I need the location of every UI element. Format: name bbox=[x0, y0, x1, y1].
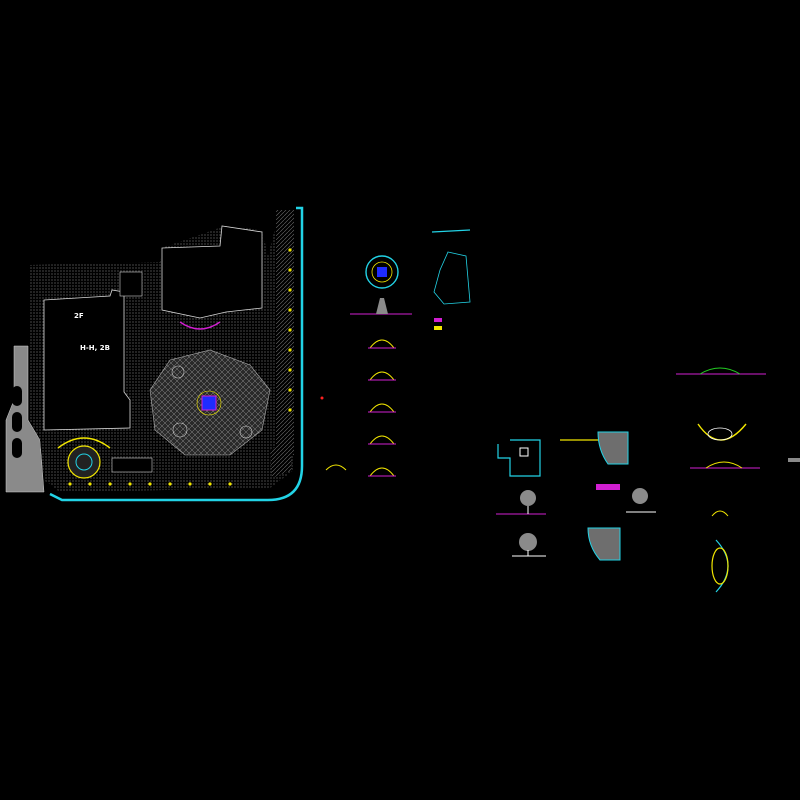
corner-planting bbox=[270, 440, 292, 478]
north-marker bbox=[320, 396, 324, 400]
side-planting bbox=[276, 210, 294, 455]
pergola-arc bbox=[179, 321, 221, 330]
section-line bbox=[431, 229, 471, 233]
floor-label: 2F bbox=[74, 312, 84, 320]
corner-planter bbox=[587, 527, 621, 561]
planter-details bbox=[496, 431, 656, 561]
building-north bbox=[161, 225, 263, 319]
tree-elevation bbox=[519, 533, 537, 551]
entrance-fountain bbox=[75, 453, 93, 471]
central-fountain bbox=[201, 395, 217, 411]
fountain-elevations bbox=[368, 339, 396, 477]
building-main bbox=[43, 289, 131, 431]
planter-circle bbox=[172, 422, 188, 438]
planter-plan bbox=[497, 439, 541, 477]
gate-arc bbox=[715, 539, 729, 593]
fountain-details bbox=[325, 255, 412, 477]
corner-planter bbox=[597, 431, 629, 465]
tree-elevation bbox=[632, 488, 648, 504]
road-slot bbox=[12, 412, 22, 432]
building-annex bbox=[119, 271, 143, 297]
fountain-ring bbox=[196, 390, 222, 416]
building-code-label: H-H, 2B bbox=[80, 344, 110, 352]
site-plan: 2F H-H, 2B bbox=[5, 206, 324, 502]
planter-circle bbox=[239, 425, 253, 439]
gate-details bbox=[676, 367, 800, 593]
fountain-plan bbox=[365, 255, 399, 289]
entrance-roundabout bbox=[67, 445, 101, 479]
road-slot bbox=[12, 438, 22, 458]
planter-circle bbox=[171, 365, 185, 379]
lamp-points bbox=[68, 248, 292, 486]
scale-bar bbox=[788, 458, 800, 462]
pavilion-plan bbox=[433, 251, 471, 305]
site-boundary bbox=[49, 206, 304, 502]
road-slot bbox=[12, 386, 22, 406]
tree-elevation bbox=[520, 490, 536, 506]
parking-block bbox=[111, 457, 153, 473]
gate-plan bbox=[697, 423, 747, 441]
pavilion-details bbox=[431, 229, 471, 330]
entrance-arc bbox=[57, 437, 111, 449]
small-detail bbox=[325, 464, 347, 471]
